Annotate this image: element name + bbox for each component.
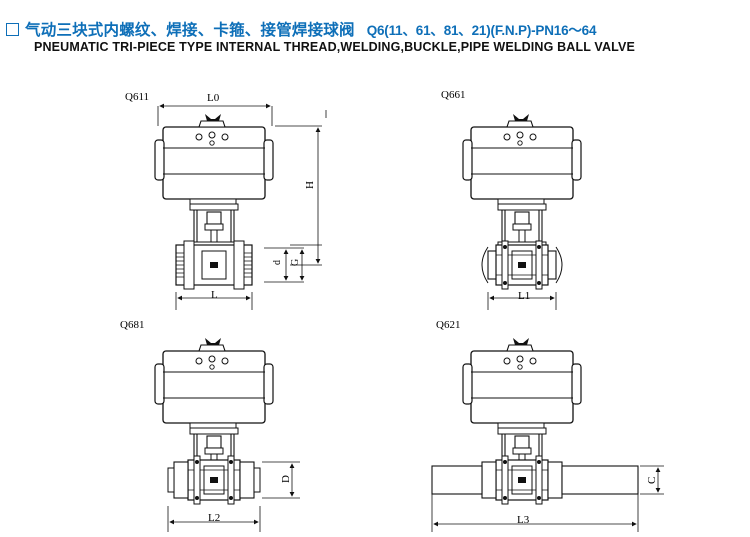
title-english: PNEUMATIC TRI-PIECE TYPE INTERNAL THREAD… (34, 40, 635, 54)
dim-l1: L1 (518, 290, 530, 302)
drawing-q681: Q681 L2 D (120, 319, 300, 532)
dim-d: d (272, 260, 283, 265)
dim-g: G (290, 259, 301, 266)
drawing-q661: Q661 L1 (441, 89, 582, 310)
valve-drawings: Q611 L0 L d G H Q (120, 89, 664, 532)
label-q611: Q611 (125, 91, 149, 103)
dim-l0: L0 (207, 92, 220, 104)
dim-l3: L3 (517, 514, 530, 526)
drawing-q621: Q621 L3 C (431, 319, 664, 532)
title-row: 气动三块式内螺纹、焊接、卡箍、接管焊接球阀 Q6(11、61、81、21)(F.… (6, 18, 597, 40)
dim-d-upper: D (280, 475, 292, 483)
square-bullet-icon (6, 23, 19, 36)
dim-l: L (211, 289, 218, 301)
catalog-header: 气动三块式内螺纹、焊接、卡箍、接管焊接球阀 Q6(11、61、81、21)(F.… (0, 0, 750, 70)
drawing-q611: Q611 L0 L d G H (125, 91, 327, 310)
dim-l2: L2 (208, 512, 220, 524)
title-model-range: Q6(11、61、81、21)(F.N.P)-PN16～64 (366, 23, 597, 38)
title-chinese: 气动三块式内螺纹、焊接、卡箍、接管焊接球阀 (25, 21, 355, 39)
label-q661: Q661 (441, 89, 465, 101)
dim-c: C (646, 477, 658, 484)
dim-h: H (304, 181, 316, 189)
label-q681: Q681 (120, 319, 144, 331)
label-q621: Q621 (436, 319, 460, 331)
